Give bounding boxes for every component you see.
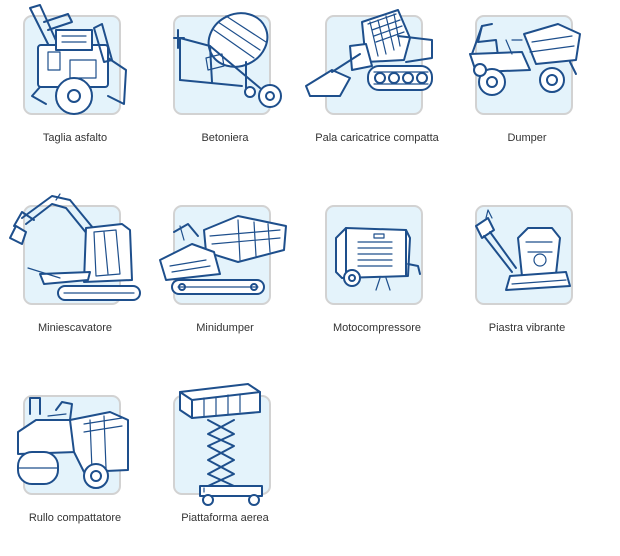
vibrating-plate-icon	[475, 209, 571, 291]
mini-excavator-icon	[9, 193, 141, 301]
motor-compressor-icon	[335, 227, 421, 291]
equipment-label: Betoniera	[201, 132, 249, 144]
equipment-item-mini-dumper[interactable]: Minidumper	[150, 190, 300, 360]
equipment-label: Dumper	[507, 132, 547, 144]
equipment-item-asphalt-cutter[interactable]: Taglia asfalto	[0, 0, 150, 170]
equipment-item-concrete-mixer[interactable]: Betoniera	[150, 0, 300, 170]
equipment-label: Minidumper	[196, 322, 254, 334]
equipment-label: Motocompressore	[332, 322, 422, 334]
concrete-mixer-icon	[173, 12, 282, 108]
asphalt-cutter-icon	[29, 4, 127, 115]
equipment-label: Taglia asfalto	[42, 132, 108, 144]
aerial-platform-icon	[179, 383, 263, 506]
equipment-label: Miniescavatore	[38, 322, 112, 334]
equipment-item-aerial-platform[interactable]: Piattaforma aerea	[150, 380, 300, 550]
equipment-item-skid-steer-loader[interactable]: Pala caricatrice compatta	[302, 0, 452, 170]
equipment-label: Piattaforma aerea	[181, 512, 269, 524]
equipment-item-dumper[interactable]: Dumper	[452, 0, 602, 170]
equipment-label: Pala caricatrice compatta	[315, 132, 439, 144]
mini-dumper-icon	[159, 215, 287, 295]
road-roller-icon	[17, 397, 129, 489]
equipment-item-road-roller[interactable]: Rullo compattatore	[0, 380, 150, 550]
equipment-label: Piastra vibrante	[488, 322, 566, 334]
skid-steer-loader-icon	[305, 9, 433, 97]
dumper-icon	[469, 23, 581, 96]
equipment-item-mini-excavator[interactable]: Miniescavatore	[0, 190, 150, 360]
equipment-label: Rullo compattatore	[28, 512, 122, 524]
equipment-item-motor-compressor[interactable]: Motocompressore	[302, 190, 452, 360]
equipment-item-vibrating-plate[interactable]: Piastra vibrante	[452, 190, 602, 360]
